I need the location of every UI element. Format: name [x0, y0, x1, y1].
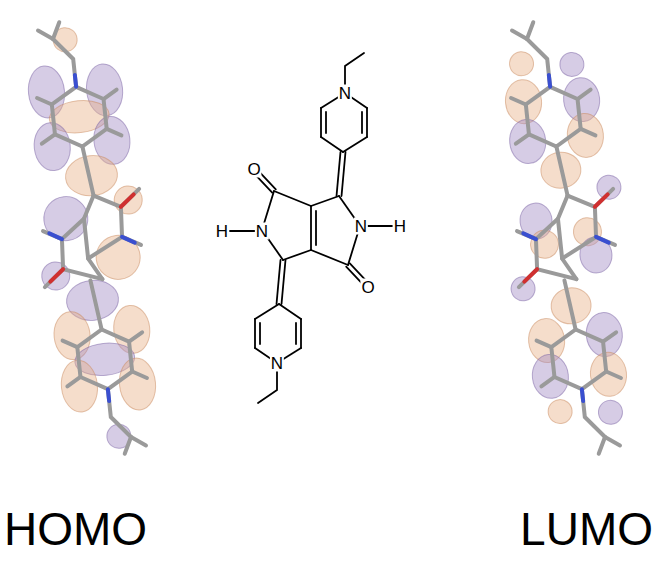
atom-label: H [393, 218, 407, 235]
orbital-label: LUMO [520, 506, 653, 552]
orbital-label: HOMO [4, 506, 147, 552]
atom-label: N [255, 223, 269, 240]
atom-label: N [354, 218, 368, 235]
atom-label: N [270, 355, 284, 372]
atom-label: O [246, 161, 261, 178]
atom-label: N [338, 85, 352, 102]
atom-label: H [215, 223, 229, 240]
structure-bonds [230, 53, 392, 403]
atom-label: O [360, 279, 375, 296]
lumo-orbital [484, 15, 649, 461]
homo-orbital [16, 16, 169, 461]
